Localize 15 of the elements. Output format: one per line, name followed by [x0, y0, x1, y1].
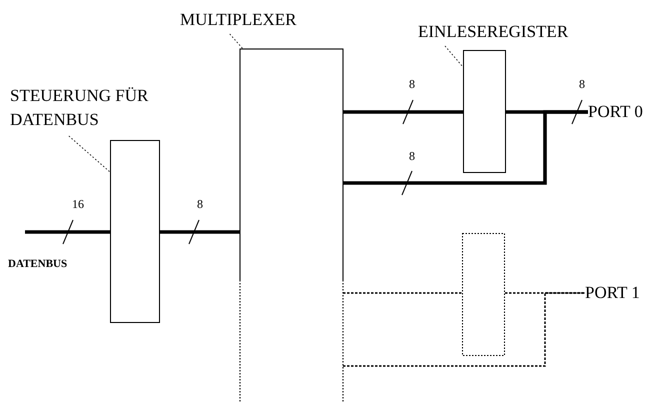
port-label: PORT 1 — [585, 282, 641, 304]
input-register-block — [462, 233, 505, 356]
block-label: STEUERUNG FÜR DATENBUS — [10, 85, 150, 131]
input-register-block — [463, 50, 506, 173]
bus-width-label: 8 — [408, 150, 416, 163]
bus-width-label: 8 — [408, 78, 416, 91]
bus-width-label: 16 — [71, 198, 85, 211]
bus-name-label: DATENBUS — [8, 258, 68, 270]
bus-width-label: 8 — [578, 78, 586, 91]
block-label: MULTIPLEXER — [180, 9, 298, 31]
bus-width-label: 8 — [196, 198, 204, 211]
block-label: EINLESEREGISTER — [418, 21, 570, 43]
port-label: PORT 0 — [588, 101, 644, 123]
data-bus-control-block — [110, 140, 160, 323]
multiplexer-block — [240, 49, 343, 403]
